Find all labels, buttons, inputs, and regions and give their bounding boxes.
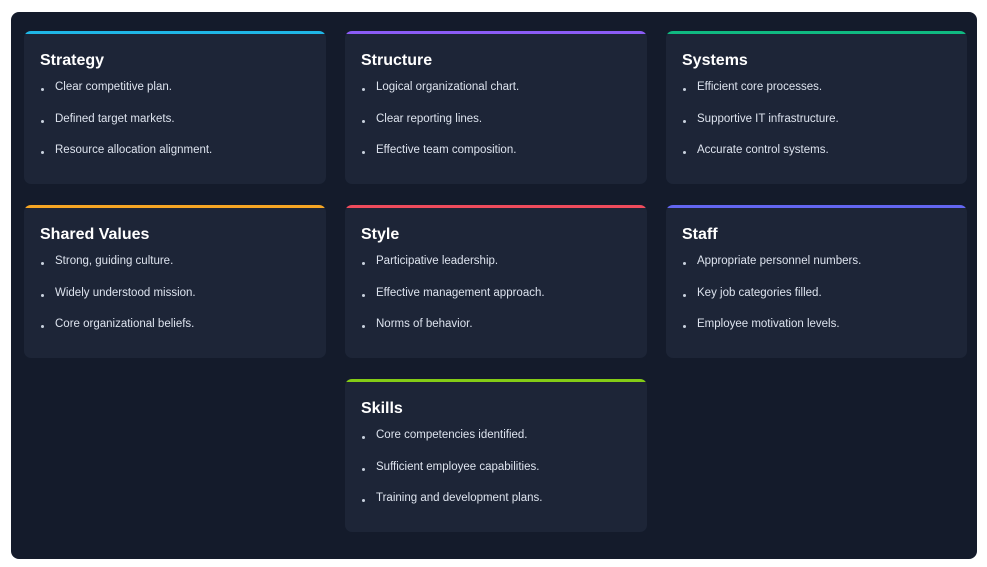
list-item-text: Widely understood mission.	[55, 286, 196, 299]
bullet-icon	[683, 151, 686, 154]
card-systems: Systems Efficient core processes. Suppor…	[666, 31, 967, 184]
list-item: Core competencies identified.	[361, 428, 631, 442]
card-title: Shared Values	[40, 226, 150, 243]
card-structure: Structure Logical organizational chart. …	[345, 31, 647, 184]
list-item-text: Employee motivation levels.	[697, 318, 840, 330]
list-item-text: Accurate control systems.	[697, 144, 829, 156]
list-item-text: Training and development plans.	[376, 492, 543, 504]
list-item-text: Clear reporting lines.	[376, 112, 483, 125]
bullet-icon	[362, 499, 365, 502]
list-item-text: Effective management approach.	[376, 286, 545, 299]
bullet-icon	[362, 119, 365, 123]
list-item-text: Core organizational beliefs.	[55, 318, 195, 330]
diagram-frame: Strategy Clear competitive plan. Defined…	[11, 12, 977, 559]
list-item-text: Appropriate personnel numbers.	[697, 255, 862, 267]
list-item: Supportive IT infrastructure.	[682, 112, 951, 126]
card-list: Clear competitive plan. Defined target m…	[40, 80, 310, 157]
bullet-icon	[683, 119, 686, 123]
bullet-icon	[41, 88, 44, 91]
bullet-icon	[41, 262, 44, 265]
list-item: Defined target markets.	[40, 112, 310, 126]
list-item-text: Clear competitive plan.	[55, 81, 172, 93]
list-item: Participative leadership.	[361, 254, 631, 268]
bullet-icon	[362, 151, 365, 154]
bullet-icon	[683, 325, 686, 328]
list-item: Logical organizational chart.	[361, 80, 631, 94]
list-item-text: Resource allocation alignment.	[55, 144, 213, 156]
list-item: Accurate control systems.	[682, 143, 951, 157]
card-list: Strong, guiding culture. Widely understo…	[40, 254, 310, 331]
list-item: Sufficient employee capabilities.	[361, 460, 631, 474]
list-item-text: Participative leadership.	[376, 255, 499, 267]
bullet-icon	[683, 88, 686, 91]
list-item: Clear reporting lines.	[361, 112, 631, 126]
bullet-icon	[362, 436, 365, 439]
list-item: Effective management approach.	[361, 286, 631, 300]
bullet-icon	[683, 262, 686, 265]
list-item: Efficient core processes.	[682, 80, 951, 94]
list-item-text: Defined target markets.	[55, 112, 175, 125]
list-item: Widely understood mission.	[40, 286, 310, 300]
bullet-icon	[362, 88, 365, 91]
bullet-icon	[362, 325, 365, 328]
card-list: Efficient core processes. Supportive IT …	[682, 80, 951, 157]
list-item-text: Logical organizational chart.	[376, 81, 520, 93]
list-item-text: Sufficient employee capabilities.	[376, 460, 540, 473]
card-title: Systems	[682, 52, 748, 69]
card-list: Logical organizational chart. Clear repo…	[361, 80, 631, 157]
list-item: Employee motivation levels.	[682, 317, 951, 331]
bullet-icon	[683, 293, 686, 297]
list-item: Clear competitive plan.	[40, 80, 310, 94]
list-item: Resource allocation alignment.	[40, 143, 310, 157]
card-list: Participative leadership. Effective mana…	[361, 254, 631, 331]
bullet-icon	[362, 262, 365, 265]
list-item-text: Effective team composition.	[376, 144, 517, 156]
list-item: Norms of behavior.	[361, 317, 631, 331]
list-item: Key job categories filled.	[682, 286, 951, 300]
card-list: Appropriate personnel numbers. Key job c…	[682, 254, 951, 331]
card-title: Skills	[361, 400, 403, 417]
list-item-text: Strong, guiding culture.	[55, 255, 174, 267]
list-item: Core organizational beliefs.	[40, 317, 310, 331]
list-item-text: Key job categories filled.	[697, 286, 822, 299]
list-item: Training and development plans.	[361, 491, 631, 505]
card-list: Core competencies identified. Sufficient…	[361, 428, 631, 505]
bullet-icon	[362, 467, 365, 471]
bullet-icon	[362, 293, 365, 297]
card-title: Staff	[682, 226, 718, 243]
card-shared-values: Shared Values Strong, guiding culture. W…	[24, 205, 326, 358]
bullet-icon	[41, 151, 44, 154]
card-title: Strategy	[40, 52, 105, 69]
list-item: Appropriate personnel numbers.	[682, 254, 951, 268]
bullet-icon	[41, 119, 44, 123]
list-item: Strong, guiding culture.	[40, 254, 310, 268]
cards-grid: Strategy Clear competitive plan. Defined…	[24, 31, 967, 532]
bullet-icon	[41, 293, 44, 297]
list-item-text: Norms of behavior.	[376, 318, 473, 330]
list-item-text: Core competencies identified.	[376, 429, 528, 441]
list-item: Effective team composition.	[361, 143, 631, 157]
card-title: Style	[361, 226, 400, 243]
list-item-text: Efficient core processes.	[697, 81, 823, 93]
card-strategy: Strategy Clear competitive plan. Defined…	[24, 31, 326, 184]
bullet-icon	[41, 325, 44, 328]
card-style: Style Participative leadership. Effectiv…	[345, 205, 647, 358]
list-item-text: Supportive IT infrastructure.	[697, 112, 839, 125]
card-staff: Staff Appropriate personnel numbers. Key…	[666, 205, 967, 358]
card-skills: Skills Core competencies identified. Suf…	[345, 379, 647, 532]
card-title: Structure	[361, 52, 433, 69]
